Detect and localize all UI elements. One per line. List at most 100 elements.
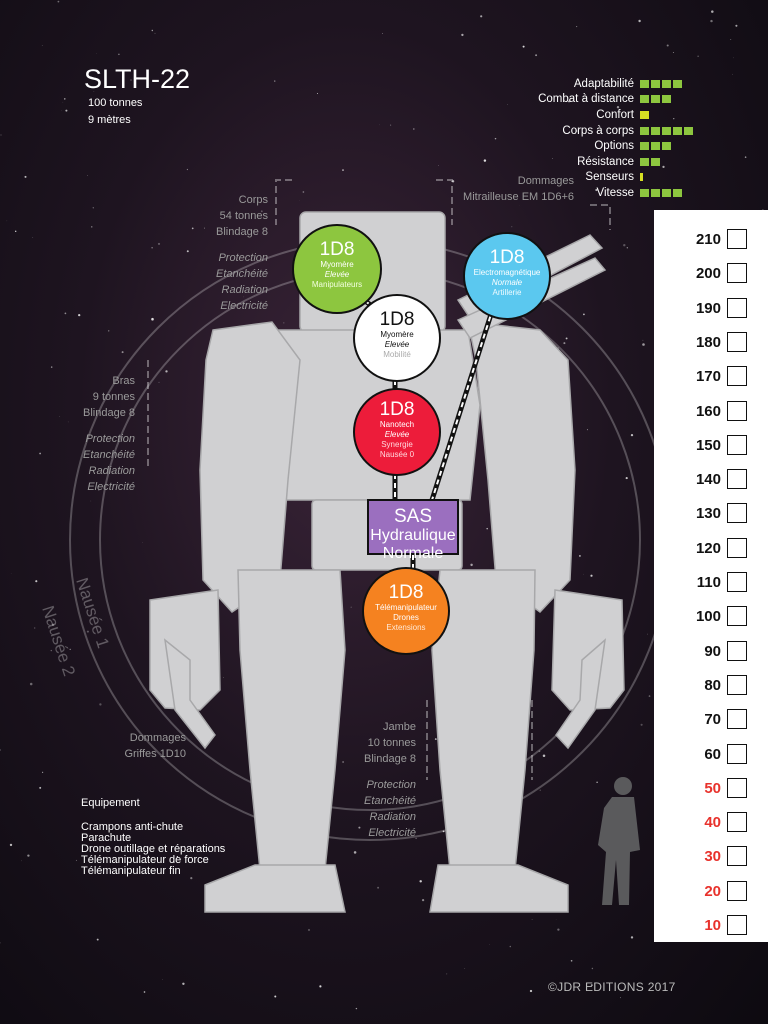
star [673, 118, 675, 120]
damage-track-value: 140 [695, 471, 721, 489]
star [377, 886, 380, 889]
stat-bar-segment [640, 79, 649, 88]
node-sas-hydraulic: SAS Hydraulique Normale [367, 499, 459, 562]
damage-checkbox[interactable] [727, 366, 747, 387]
stat-bar-segment [651, 157, 660, 166]
star [619, 997, 621, 999]
damage-track-row: 80 [654, 670, 768, 704]
star [27, 854, 30, 857]
damage-track-row: 100 [654, 601, 768, 635]
stat-bar-group [640, 110, 698, 119]
damage-track-value: 50 [704, 779, 721, 797]
star [730, 39, 732, 40]
stat-bar-group [640, 142, 698, 151]
jambe-title: Jambe [382, 721, 416, 733]
damage-checkbox[interactable] [727, 434, 747, 455]
equipment-item: Télémanipulateur de force [81, 854, 209, 866]
star [0, 942, 1, 944]
stat-row: Combat à distance [438, 92, 698, 108]
star [39, 786, 42, 789]
damage-track-row: 10 [654, 910, 768, 944]
damage-checkbox[interactable] [727, 674, 747, 695]
damage-checkbox[interactable] [727, 709, 747, 730]
damage-checkbox[interactable] [727, 400, 747, 421]
star [358, 826, 361, 829]
node-red-line1: Nanotech [379, 420, 415, 429]
stat-bar-segment [673, 126, 682, 135]
node-orange-line3: Extensions [386, 623, 426, 632]
equipment-title: Equipement [81, 797, 140, 809]
star [390, 124, 392, 126]
damage-checkbox[interactable] [727, 503, 747, 524]
star [557, 928, 560, 931]
star [143, 991, 146, 993]
star [21, 860, 23, 862]
star [57, 0, 60, 3]
star [151, 29, 154, 32]
node-white-line2: Elevée [384, 340, 410, 349]
mech-weight: 100 tonnes [88, 97, 143, 109]
damage-checkbox[interactable] [727, 640, 747, 661]
nausea-2-label: Nausée 2 [38, 603, 79, 678]
node-red-line4: Nausée 0 [379, 450, 415, 459]
damage-checkbox[interactable] [727, 777, 747, 798]
star [165, 370, 168, 373]
damage-track-value: 20 [704, 882, 721, 900]
damage-track-row: 180 [654, 327, 768, 361]
star [648, 695, 651, 697]
star [412, 128, 415, 130]
jambe-armor: Blindage 8 [364, 753, 416, 765]
stat-bar-segment [673, 79, 682, 88]
star [59, 416, 61, 417]
stat-row: Vitesse [438, 185, 698, 201]
star [32, 236, 34, 238]
star [157, 242, 161, 245]
jambe-protection-3: Electricité [368, 827, 416, 839]
node-orange-dice: 1D8 [388, 582, 424, 603]
star [243, 296, 245, 298]
node-sas-line1: Hydraulique [370, 527, 456, 544]
damage-checkbox[interactable] [727, 812, 747, 833]
damage-checkbox[interactable] [727, 229, 747, 249]
damage-checkbox[interactable] [727, 743, 747, 764]
equipment-item: Parachute [81, 832, 132, 844]
star [568, 100, 570, 103]
stat-label: Résistance [577, 155, 634, 168]
star [511, 226, 513, 228]
stat-bar-segment [651, 79, 660, 88]
star [419, 880, 422, 883]
node-blue-line2: Normale [491, 278, 523, 287]
damage-checkbox[interactable] [727, 297, 747, 318]
weapon-damage: Dommages Mitrailleuse EM 1D6+6 [420, 173, 574, 205]
star [9, 843, 13, 847]
node-green-line2: Elevée [324, 270, 350, 279]
damage-track-value: 170 [695, 368, 721, 386]
star [191, 227, 194, 230]
star [158, 381, 160, 383]
damage-checkbox[interactable] [727, 846, 747, 867]
stat-row: Confort [438, 107, 698, 123]
damage-checkbox[interactable] [727, 606, 747, 627]
stat-row: Senseurs [438, 170, 698, 186]
stat-label: Senseurs [585, 171, 634, 184]
star [626, 247, 628, 249]
star [529, 989, 533, 993]
damage-checkbox[interactable] [727, 263, 747, 284]
star [539, 789, 541, 791]
damage-track-value: 10 [704, 917, 721, 934]
damage-checkbox[interactable] [727, 880, 747, 901]
star [438, 164, 440, 166]
damage-checkbox[interactable] [727, 537, 747, 558]
damage-checkbox[interactable] [727, 469, 747, 490]
damage-checkbox[interactable] [727, 915, 747, 935]
damage-track-row: 160 [654, 396, 768, 430]
damage-checkbox[interactable] [727, 572, 747, 592]
star [710, 19, 713, 23]
star [118, 53, 120, 56]
node-blue-line3: Artillerie [492, 288, 522, 297]
star [307, 928, 311, 932]
star [274, 80, 276, 82]
star [14, 230, 17, 233]
damage-checkbox[interactable] [727, 331, 747, 352]
